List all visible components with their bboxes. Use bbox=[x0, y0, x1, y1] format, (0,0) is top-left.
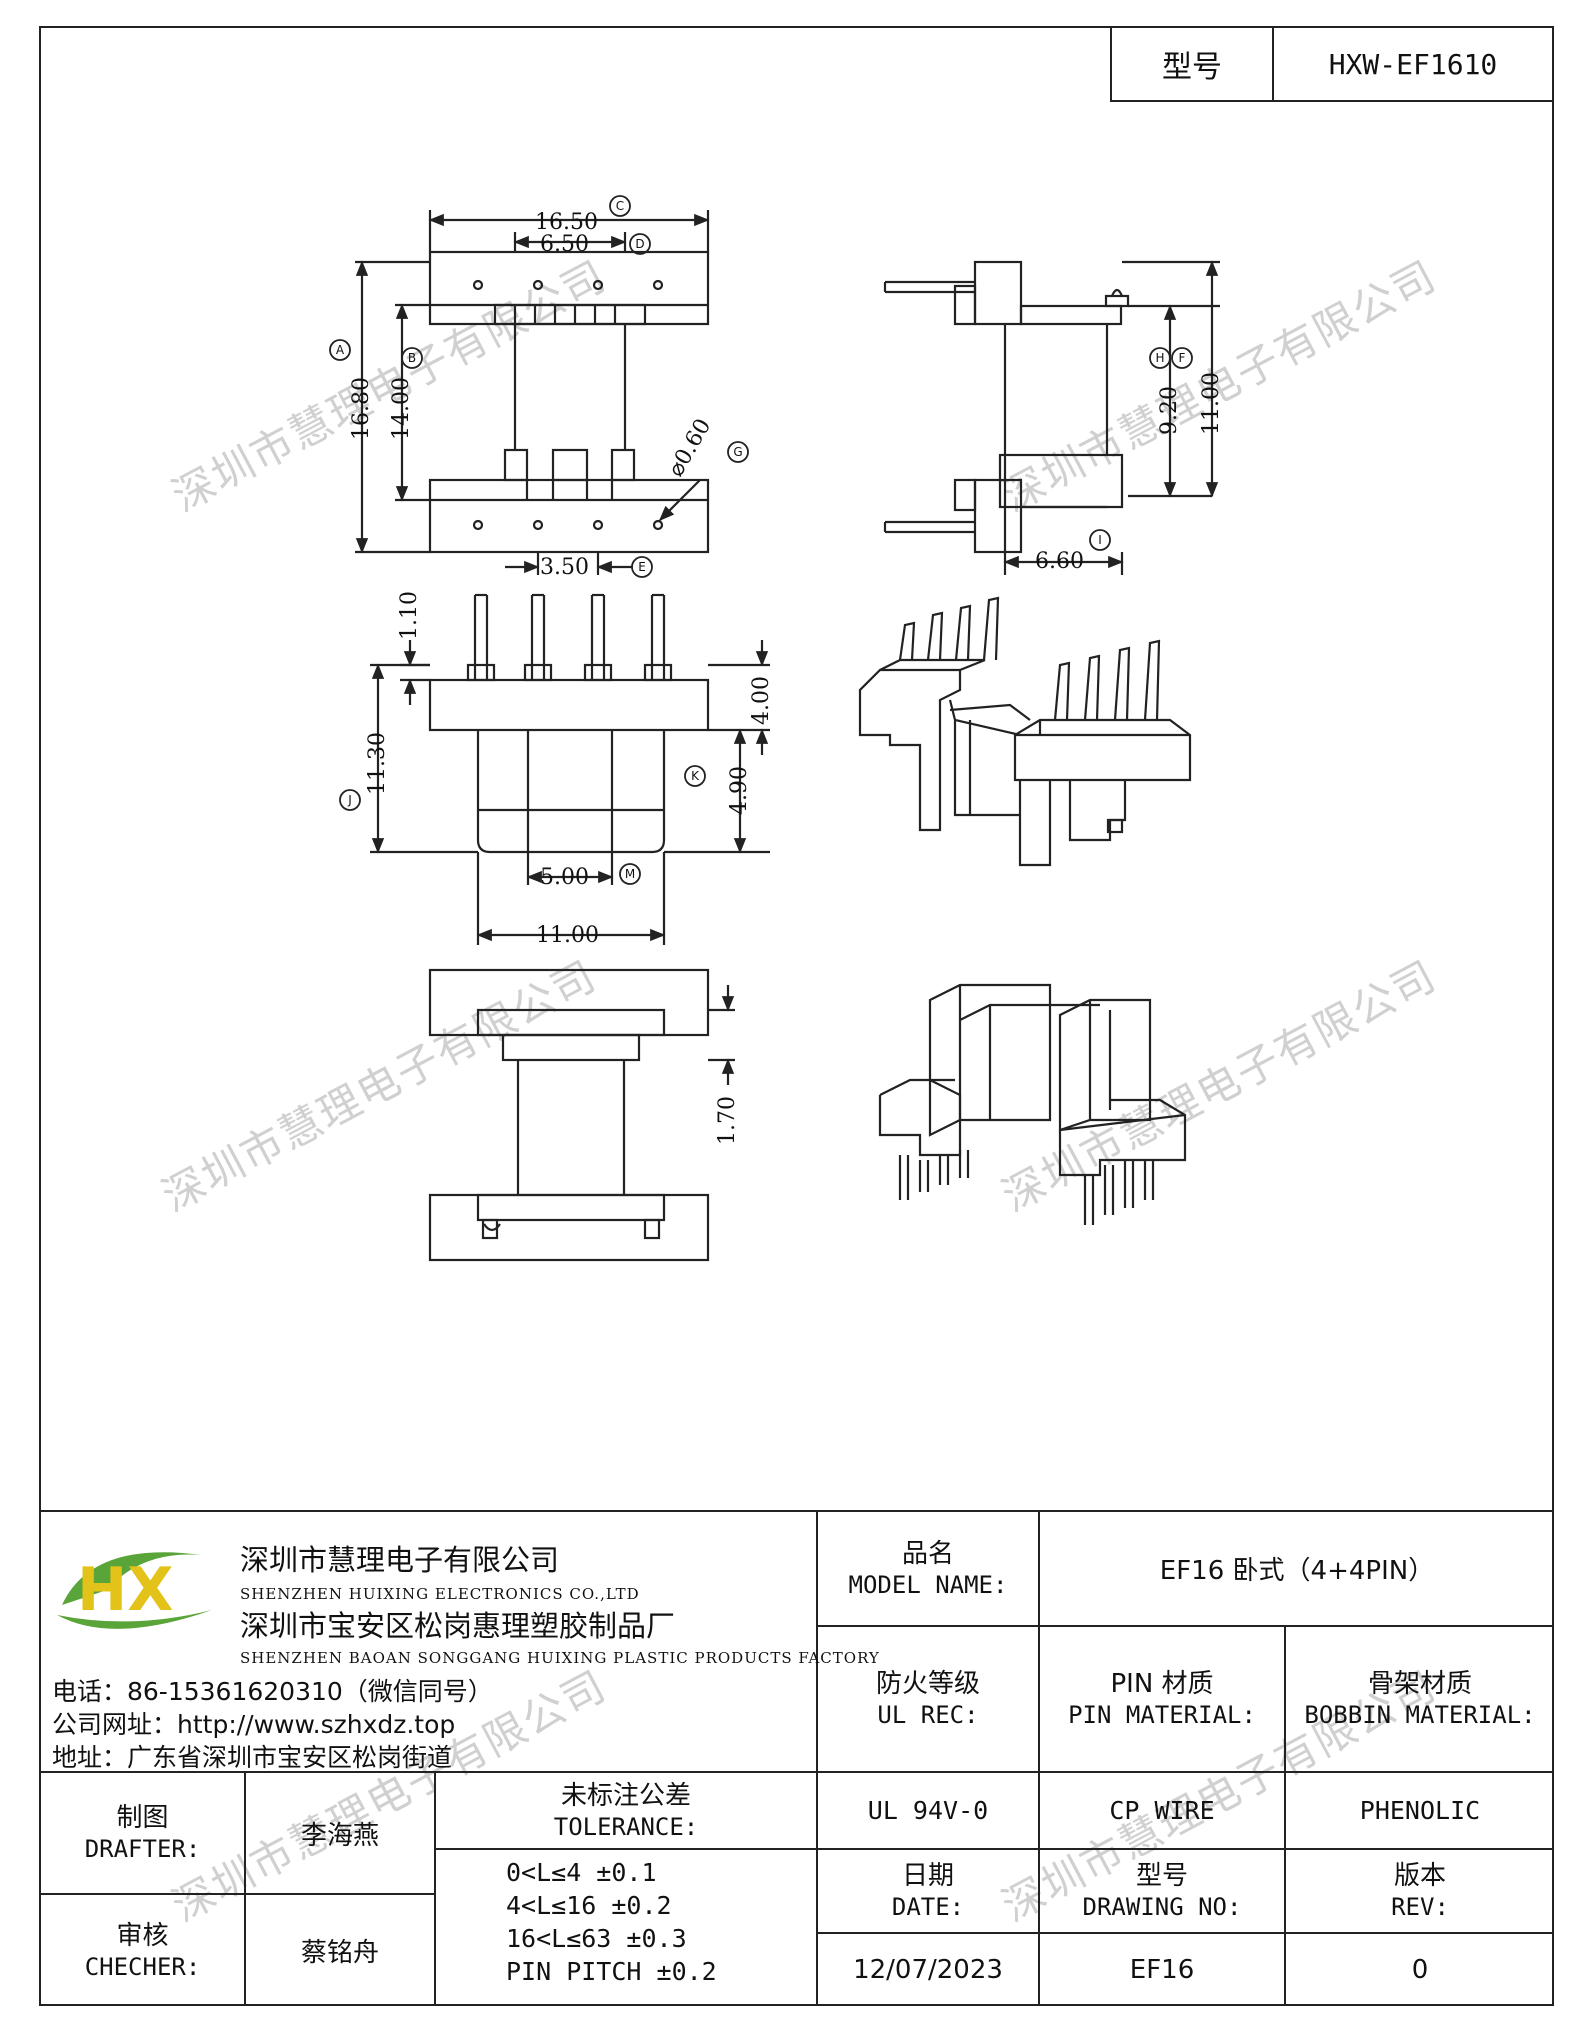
bottom-view bbox=[428, 968, 735, 1262]
company-address: 地址：广东省深圳市宝安区松岗街道 bbox=[52, 1743, 453, 1772]
marker-a: A bbox=[336, 343, 345, 357]
marker-f: F bbox=[1179, 351, 1186, 365]
bobbin-material-value: PHENOLIC bbox=[1359, 1796, 1481, 1825]
marker-m: M bbox=[625, 867, 635, 881]
date-value: 12/07/2023 bbox=[853, 1955, 1003, 1985]
fire-rating-label: 防火等级 UL REC: bbox=[875, 1669, 980, 1729]
pin-material-value: CP WIRE bbox=[1109, 1796, 1215, 1825]
top-view bbox=[355, 210, 710, 575]
marker-k: K bbox=[691, 769, 700, 783]
front-view bbox=[370, 593, 770, 945]
dim-pin-length: 1.10 bbox=[397, 591, 422, 640]
tolerance-line: 16<L≤63 ±0.3 bbox=[506, 1924, 687, 1953]
drawing-sheet bbox=[39, 26, 1554, 2006]
marker-c: C bbox=[616, 199, 624, 213]
checker-value: 蔡铭舟 bbox=[300, 1938, 379, 1968]
side-view bbox=[883, 260, 1220, 575]
isometric-view-top bbox=[858, 596, 1192, 867]
checker-label: 审核 CHECHER: bbox=[84, 1920, 201, 1981]
dim-side-inner: 9.20 bbox=[1157, 386, 1182, 435]
drawing-no-label: 型号 DRAWING NO: bbox=[1082, 1861, 1242, 1921]
marker-h: H bbox=[1155, 351, 1164, 365]
dim-top-height: 16.80 bbox=[349, 377, 374, 440]
dim-top-inner: 6.50 bbox=[540, 232, 589, 257]
company-name-cn: 深圳市慧理电子有限公司 bbox=[240, 1543, 560, 1577]
marker-j: J bbox=[347, 793, 352, 807]
revision-label: 版本 REV: bbox=[1391, 1861, 1449, 1921]
pin-material-label: PIN 材质 PIN MATERIAL: bbox=[1068, 1669, 1256, 1729]
model-header: 型号 HXW-EF1610 bbox=[1110, 26, 1554, 102]
tolerance-line: PIN PITCH ±0.2 bbox=[506, 1957, 717, 1986]
company-logo: HX bbox=[57, 1552, 212, 1629]
marker-d: D bbox=[635, 237, 644, 251]
date-label: 日期 DATE: bbox=[891, 1861, 965, 1921]
tolerance-label: 未标注公差 TOLERANCE: bbox=[553, 1780, 699, 1841]
dim-side-width: 6.60 bbox=[1035, 549, 1084, 574]
dim-top-inner-height: 14.00 bbox=[389, 377, 414, 440]
company-phone: 电话：86-15361620310（微信同号） bbox=[52, 1677, 493, 1706]
dim-pin-pitch: 3.50 bbox=[540, 555, 589, 580]
dim-hole-dia: ⌀0.60 bbox=[664, 415, 717, 481]
dim-gap: 1.70 bbox=[715, 1096, 740, 1145]
marker-e: E bbox=[638, 560, 646, 574]
drafter-value: 李海燕 bbox=[300, 1820, 379, 1851]
fire-rating-value: UL 94V-0 bbox=[867, 1796, 989, 1825]
dim-core-width: 5.00 bbox=[540, 865, 589, 890]
drawing-no-value: EF16 bbox=[1129, 1955, 1195, 1985]
tolerance-line: 4<L≤16 ±0.2 bbox=[506, 1891, 672, 1920]
dim-overall-height: 11.30 bbox=[365, 732, 390, 795]
company-website[interactable]: 公司网址：http://www.szhxdz.top bbox=[52, 1710, 456, 1739]
marker-g: G bbox=[733, 445, 742, 459]
model-label: 型号 bbox=[1112, 28, 1274, 100]
isometric-view-bottom bbox=[878, 983, 1187, 1225]
dim-top-width: 16.50 bbox=[535, 210, 598, 235]
bobbin-material-label: 骨架材质 BOBBIN MATERIAL: bbox=[1304, 1669, 1536, 1729]
drafter-label: 制图 DRAFTER: bbox=[84, 1803, 201, 1863]
logo-text: HX bbox=[77, 1555, 173, 1625]
revision-value: 0 bbox=[1411, 1955, 1429, 1985]
factory-name-en: SHENZHEN BAOAN SONGGANG HUIXING PLASTIC … bbox=[240, 1649, 880, 1667]
model-name-label: 品名 MODEL NAME: bbox=[848, 1538, 1008, 1599]
marker-i: I bbox=[1098, 533, 1102, 547]
dim-base-width: 11.00 bbox=[536, 923, 599, 948]
dim-body-height: 4.90 bbox=[727, 766, 752, 815]
company-name-en: SHENZHEN HUIXING ELECTRONICS CO.,LTD bbox=[240, 1585, 640, 1603]
dim-side-outer: 11.00 bbox=[1199, 372, 1224, 435]
marker-b: B bbox=[408, 351, 416, 365]
tolerance-line: 0<L≤4 ±0.1 bbox=[506, 1858, 657, 1887]
model-value: HXW-EF1610 bbox=[1328, 47, 1498, 81]
model-name-value: EF16 卧式（4+4PIN） bbox=[1159, 1556, 1435, 1586]
dim-flange-height: 4.00 bbox=[749, 676, 774, 725]
factory-name-cn: 深圳市宝安区松岗惠理塑胶制品厂 bbox=[240, 1609, 676, 1643]
